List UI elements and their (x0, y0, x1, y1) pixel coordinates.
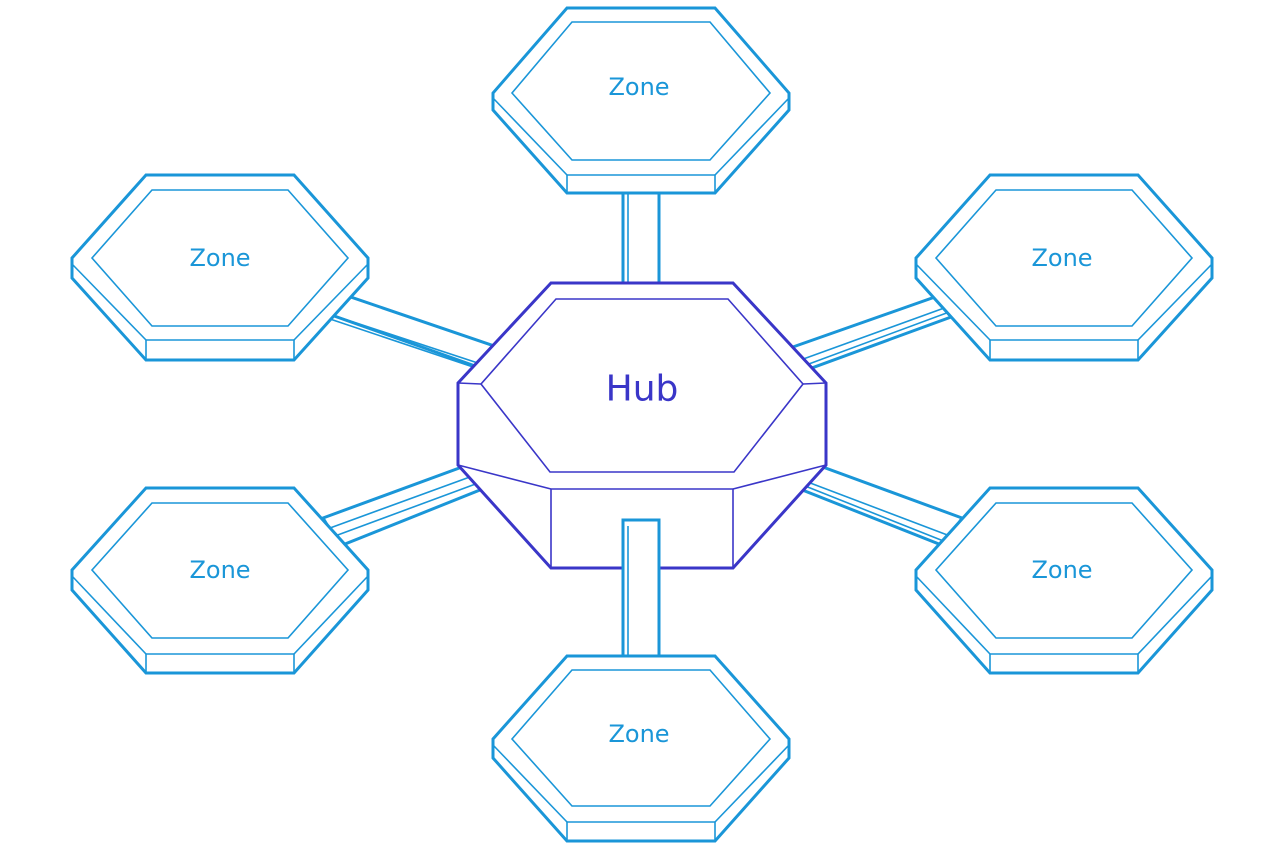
zone-bottom: Zone (491, 654, 791, 843)
zone-lower-right: Zone (914, 486, 1214, 675)
zone-label: Zone (608, 720, 669, 748)
zone-label: Zone (189, 244, 250, 272)
connector-bottom-front (621, 518, 661, 662)
zone-top: Zone (491, 6, 791, 195)
zone-label: Zone (1031, 244, 1092, 272)
connector-upper-right (788, 289, 965, 375)
zone-label: Zone (608, 73, 669, 101)
hub-label: Hub (606, 369, 679, 410)
zone-lower-left: Zone (70, 486, 370, 675)
hub-node: Hub (456, 281, 828, 570)
zone-upper-right: Zone (914, 173, 1214, 362)
zone-label: Zone (1031, 556, 1092, 584)
zone-upper-left: Zone (70, 173, 370, 362)
connector-upper-left (320, 289, 502, 374)
zone-label: Zone (189, 556, 250, 584)
